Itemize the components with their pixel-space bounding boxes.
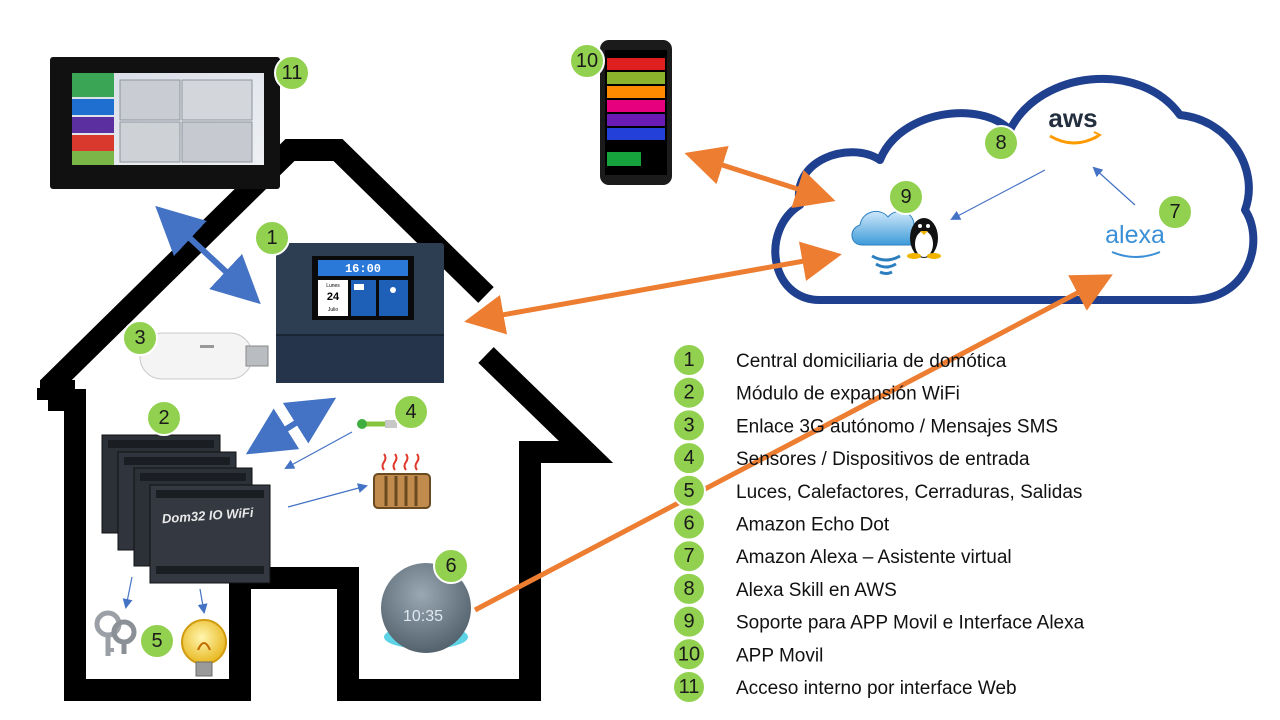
aws-logo: aws: [1048, 103, 1102, 145]
legend-number: 1: [683, 349, 694, 371]
badge-1: 1: [254, 220, 290, 256]
svg-text:2: 2: [158, 407, 169, 429]
web-interface-screen: [50, 57, 280, 189]
legend-number: 8: [683, 578, 694, 600]
arrow-aws-server: [950, 169, 1046, 220]
badge-10: 10: [569, 43, 605, 79]
wifi-expansion-modules: Dom32 IO WiFi: [101, 434, 271, 584]
legend-item: 1 Central domiciliaria de domótica: [672, 343, 1007, 377]
legend-number: 6: [683, 513, 694, 535]
arrow-alexa-aws: [1092, 166, 1136, 206]
legend-item: 11 Acceso interno por interface Web: [672, 670, 1017, 704]
badge-7: 7: [1157, 194, 1193, 230]
legend-label: Amazon Alexa – Asistente virtual: [736, 547, 1012, 568]
legend-label: Amazon Echo Dot: [736, 515, 890, 536]
legend-item: 6 Amazon Echo Dot: [672, 506, 890, 541]
legend-label: Enlace 3G autónomo / Mensajes SMS: [736, 416, 1058, 437]
svg-text:8: 8: [995, 132, 1006, 154]
echo-clock: 10:35: [403, 608, 443, 625]
central-unit: 16:00 Lunes 24 Julio: [276, 243, 444, 383]
usb-modem: [139, 332, 269, 380]
arrow-modules-bulb: [197, 588, 208, 614]
badge-6: 6: [433, 548, 469, 584]
legend-number: 3: [683, 414, 694, 436]
badge-8: 8: [983, 125, 1019, 161]
svg-text:7: 7: [1169, 201, 1180, 223]
legend-item: 7 Amazon Alexa – Asistente virtual: [672, 539, 1012, 574]
house-outline: [37, 139, 614, 701]
legend-item: 8 Alexa Skill en AWS: [672, 571, 897, 606]
badge-11: 11: [274, 55, 310, 91]
module-label: Dom32 IO WiFi: [161, 505, 254, 526]
arrow-echo-alexa: [473, 274, 1113, 613]
arrow-central-server: [464, 241, 842, 335]
arrow-web-central: [155, 205, 261, 305]
arrow-central-modules: [245, 397, 337, 455]
cloud-server-icon: [851, 210, 941, 275]
badge-3: 3: [122, 320, 158, 356]
legend-label: APP Movil: [736, 645, 823, 666]
mobile-app-phone: [600, 40, 672, 185]
central-month: Julio: [328, 307, 339, 313]
svg-text:4: 4: [405, 401, 416, 423]
badge-9: 9: [888, 179, 924, 215]
central-day-name: Lunes: [326, 283, 340, 289]
legend-label: Módulo de expansión WiFi: [736, 384, 960, 405]
legend-number: 9: [683, 611, 694, 633]
central-day-number: 24: [327, 291, 340, 303]
keys-icon: [94, 610, 137, 656]
legend-label: Acceso interno por interface Web: [736, 678, 1017, 699]
legend-item: 5 Luces, Calefactores, Cerraduras, Salida…: [672, 473, 1082, 508]
badge-4: 4: [393, 394, 429, 430]
arrow-modules-keys: [122, 576, 133, 609]
svg-text:6: 6: [445, 555, 456, 577]
cloud-outline: [771, 74, 1258, 304]
legend-number: 10: [678, 643, 700, 665]
legend-item: 2 Módulo de expansión WiFi: [672, 375, 960, 410]
legend-label: Luces, Calefactores, Cerraduras, Salidas: [736, 482, 1082, 503]
legend-item: 4 Sensores / Dispositivos de entrada: [672, 441, 1030, 476]
number-badges: 1 2 3 4 5 6 7 8 9 10 11: [122, 43, 1193, 659]
arrow-phone-server: [684, 146, 836, 208]
legend-item: 10 APP Movil: [672, 637, 823, 672]
central-clock: 16:00: [345, 262, 381, 276]
legend-item: 3 Enlace 3G autónomo / Mensajes SMS: [672, 408, 1058, 443]
legend-item: 9 Soporte para APP Movil e Interface Alex…: [672, 604, 1085, 639]
legend-label: Alexa Skill en AWS: [736, 580, 897, 601]
light-bulb-icon: [181, 619, 227, 677]
legend-label: Central domiciliaria de domótica: [736, 351, 1007, 372]
legend-number: 2: [683, 382, 694, 404]
badge-2: 2: [146, 400, 182, 436]
sensor-probe: [357, 419, 397, 429]
alexa-logo: alexa: [1105, 221, 1165, 258]
svg-text:11: 11: [282, 62, 303, 84]
svg-text:aws: aws: [1048, 103, 1097, 133]
linux-penguin-icon: [907, 218, 941, 259]
heater-icon: [373, 453, 431, 509]
legend-number: 11: [679, 676, 700, 698]
svg-text:3: 3: [134, 327, 145, 349]
legend: 1 Central domiciliaria de domótica 2 Módulo…: [672, 343, 1085, 704]
legend-number: 5: [683, 480, 694, 502]
svg-text:alexa: alexa: [1105, 221, 1165, 249]
svg-text:10: 10: [576, 50, 598, 72]
legend-label: Soporte para APP Movil e Interface Alexa: [736, 613, 1085, 634]
arrows: [122, 146, 1136, 614]
svg-text:9: 9: [900, 186, 911, 208]
arrow-sensor-modules: [284, 431, 353, 469]
arrow-modules-heater: [287, 483, 368, 508]
echo-dot: 10:35: [381, 563, 471, 653]
legend-label: Sensores / Dispositivos de entrada: [736, 449, 1030, 470]
legend-number: 4: [683, 447, 694, 469]
svg-text:5: 5: [151, 630, 162, 652]
legend-badge: [672, 670, 706, 704]
svg-text:1: 1: [266, 227, 277, 249]
badge-5: 5: [139, 623, 175, 659]
legend-number: 7: [683, 545, 694, 567]
